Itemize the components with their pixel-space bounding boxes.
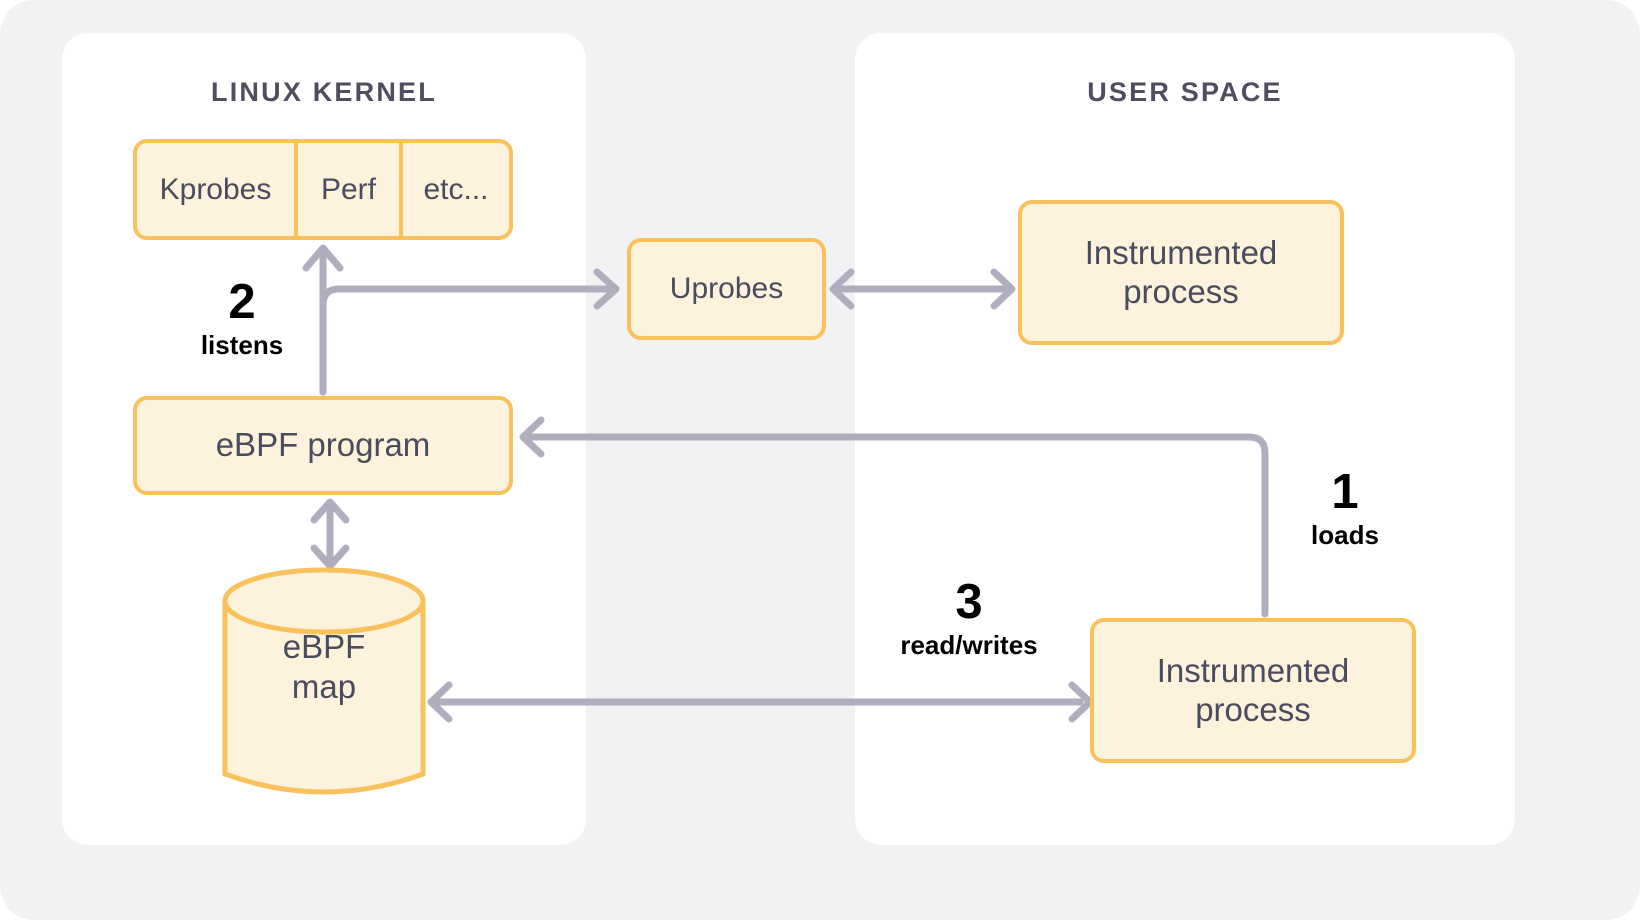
node-instrumented-bottom-line1: Instrumented xyxy=(1156,651,1350,689)
step-word-read-writes: read/writes xyxy=(900,630,1038,660)
node-ebpf-program-label: eBPF program xyxy=(215,426,431,464)
node-ebpf-map-line2: map xyxy=(291,667,357,705)
arrowhead-right-uprobes xyxy=(593,268,620,310)
step-label-loads: 1 loads xyxy=(1300,465,1390,550)
panel-title-linux-kernel: LINUX KERNEL xyxy=(211,77,437,107)
step-label-listens: 2 listens xyxy=(180,275,304,360)
node-instrumented-top-line2: process xyxy=(1123,272,1239,310)
probe-cell-etc[interactable]: etc... xyxy=(399,143,509,236)
node-ebpf-map[interactable]: eBPF map xyxy=(220,565,428,810)
step-number-3: 3 xyxy=(955,575,983,629)
node-ebpf-map-line1: eBPF xyxy=(282,628,366,665)
probe-cell-kprobes[interactable]: Kprobes xyxy=(159,172,272,206)
probe-cell-perf[interactable]: Perf xyxy=(294,143,399,236)
arrowhead-up-ebpf-program xyxy=(310,498,350,524)
arrowhead-left-ebpf-map xyxy=(427,681,453,723)
node-instrumented-process-bottom[interactable]: Instrumented process xyxy=(1090,618,1416,763)
step-label-read-writes: 3 read/writes xyxy=(880,575,1058,660)
arrowhead-up-probes xyxy=(302,244,344,272)
node-ebpf-program[interactable]: eBPF program xyxy=(133,396,513,495)
arrowhead-down-ebpf-map xyxy=(310,544,350,570)
cylinder-shape-icon xyxy=(222,567,426,795)
node-instrumented-bottom-line2: process xyxy=(1195,690,1311,728)
arrowhead-left-ebpf-program xyxy=(519,416,545,458)
node-probes[interactable]: Kprobes Perf etc... xyxy=(133,139,513,240)
step-number-1: 1 xyxy=(1331,465,1359,519)
step-word-listens: listens xyxy=(200,330,284,360)
node-instrumented-top-line1: Instrumented xyxy=(1084,233,1278,271)
step-number-2: 2 xyxy=(228,275,256,329)
node-uprobes[interactable]: Uprobes xyxy=(627,238,826,340)
step-word-loads: loads xyxy=(1311,520,1379,550)
node-instrumented-process-top[interactable]: Instrumented process xyxy=(1018,200,1344,345)
connector-ebpf-program-to-uprobes xyxy=(319,285,616,396)
node-uprobes-label: Uprobes xyxy=(669,272,784,306)
panel-title-user-space: USER SPACE xyxy=(1087,77,1283,107)
connector-instrumented-bottom-to-ebpf-program xyxy=(524,433,1269,618)
arrowhead-left-uprobes xyxy=(829,268,855,310)
arrowhead-right-instrumented-top xyxy=(990,268,1016,310)
